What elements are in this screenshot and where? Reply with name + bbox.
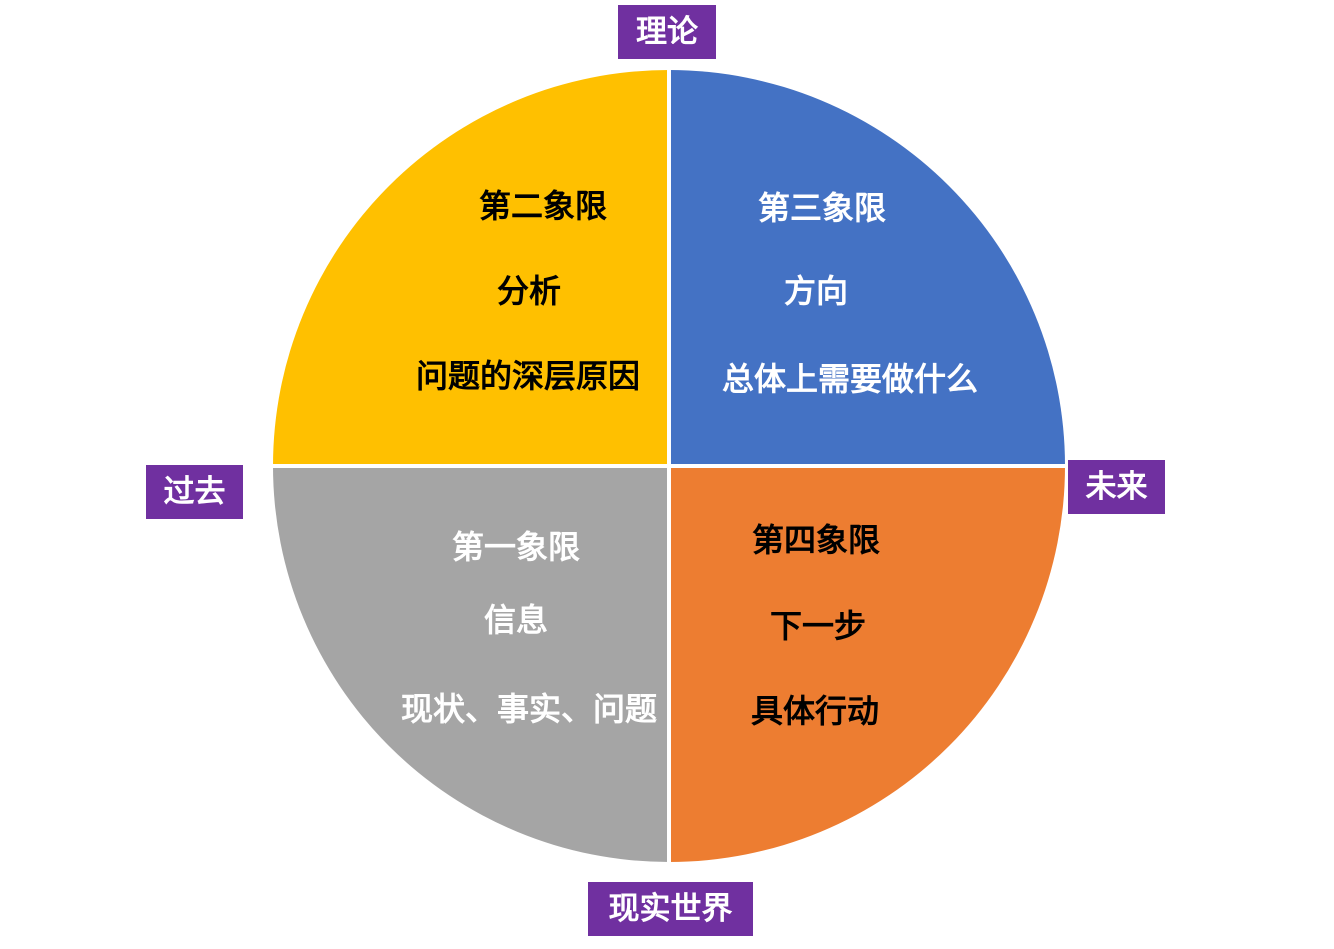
axis-label-future: 未来	[1068, 460, 1165, 514]
quadrant-2-wedge	[273, 70, 669, 466]
quadrant-2-name: 分析	[497, 272, 561, 310]
axis-label-theory: 理论	[618, 5, 716, 59]
quadrant-3-title: 第三象限	[758, 189, 886, 227]
quadrant-4-desc: 具体行动	[751, 692, 879, 730]
quadrant-4-name: 下一步	[770, 607, 866, 645]
axis-label-past: 过去	[146, 465, 243, 519]
quadrant-3-desc: 总体上需要做什么	[722, 360, 978, 398]
quadrant-3-name: 方向	[784, 272, 848, 310]
quadrant-3-wedge	[669, 70, 1065, 466]
quadrant-1-wedge	[273, 466, 669, 862]
quadrant-1-name: 信息	[484, 601, 548, 639]
quadrant-2-title: 第二象限	[479, 187, 607, 225]
quadrant-1-desc: 现状、事实、问题	[401, 690, 657, 728]
quadrant-2-desc: 问题的深层原因	[416, 357, 640, 395]
quadrant-4-title: 第四象限	[752, 521, 880, 559]
axis-label-real-world: 现实世界	[588, 882, 753, 936]
quadrant-1-title: 第一象限	[452, 528, 580, 566]
quadrant-4-wedge	[669, 466, 1065, 862]
